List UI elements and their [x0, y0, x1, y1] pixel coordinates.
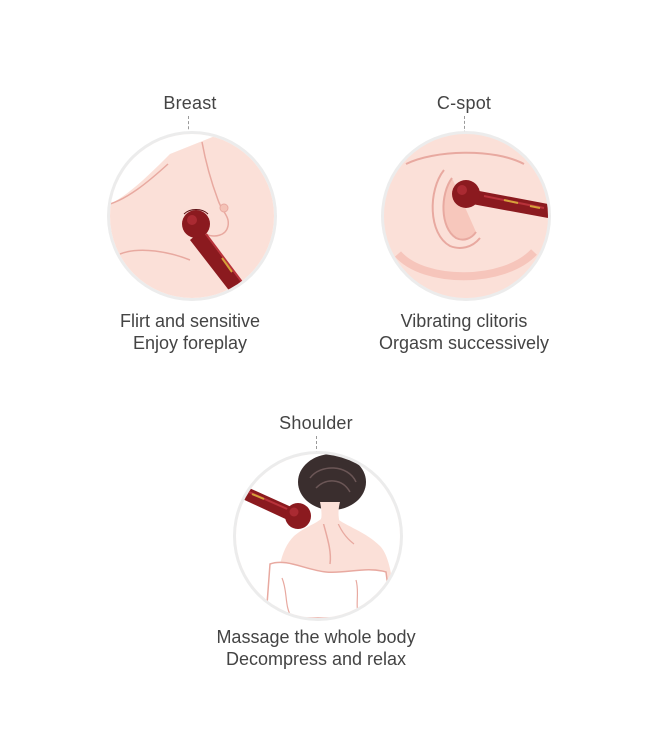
caption-line-1: Flirt and sensitive [119, 311, 261, 331]
zone-caption: Flirt and sensitive Enjoy foreplay [60, 310, 320, 354]
zone-label: C-spot [436, 93, 492, 113]
caption-line-1: Vibrating clitoris [400, 311, 528, 331]
caption-line-2: Orgasm successively [378, 333, 550, 353]
caption-line-2: Decompress and relax [225, 649, 407, 669]
zone-shoulder: Shoulder Massage the [186, 412, 446, 682]
zone-breast: Breast Flirt and sensitive Enjoy forepla… [60, 92, 320, 362]
c-spot-illustration [384, 134, 548, 298]
shoulder-illustration [236, 454, 400, 618]
caption-line-1: Massage the whole body [216, 627, 416, 647]
caption-line-2: Enjoy foreplay [132, 333, 248, 353]
zone-label: Shoulder [279, 413, 353, 433]
zone-c-spot: C-spot Vibrating clitoris Orgasm success… [334, 92, 594, 362]
zone-label: Breast [163, 93, 217, 113]
zone-caption: Massage the whole body Decompress and re… [186, 626, 446, 670]
breast-illustration [110, 134, 274, 298]
zone-caption: Vibrating clitoris Orgasm successively [334, 310, 594, 354]
